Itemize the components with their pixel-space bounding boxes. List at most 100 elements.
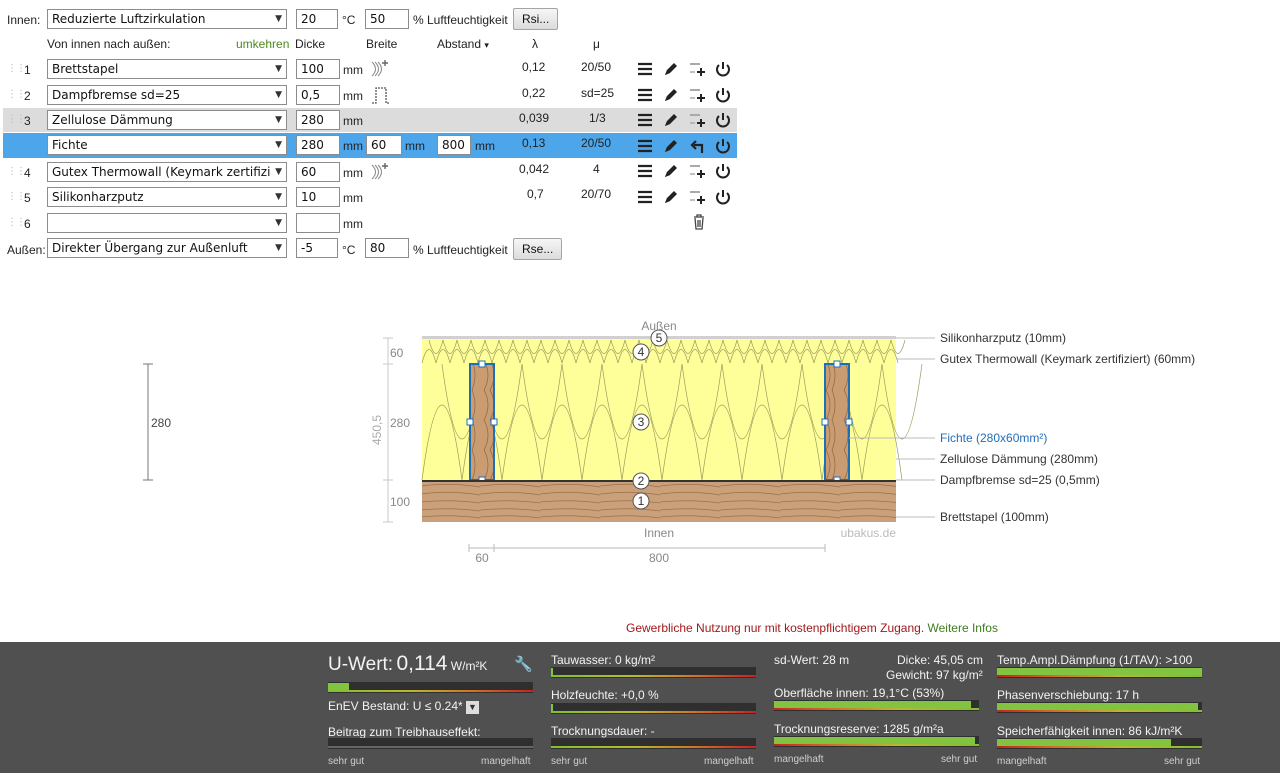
add-layer-icon[interactable] [688,59,708,79]
trash-icon[interactable] [689,212,709,232]
power-icon[interactable] [713,161,733,181]
enev-line: EnEV Bestand: U ≤ 0.24* ▼ [328,699,480,714]
uwert-line: U-Wert: 0,114 W/m²K [328,652,487,676]
menu-icon[interactable] [635,110,655,130]
power-icon[interactable] [713,110,733,130]
power-icon[interactable] [713,85,733,105]
thickness-header: Dicke [295,37,326,51]
wrench-icon[interactable]: 🔧 [514,656,533,673]
edit-icon[interactable] [661,85,681,105]
layer-material-select[interactable]: Dampfbremse sd=25▼ [47,85,287,105]
layer-thickness-input[interactable]: 100 [296,59,340,79]
edit-icon[interactable] [661,187,681,207]
layer-mu: sd=25 [581,86,615,100]
treibhaus-label: Beitrag zum Treibhauseffekt: [328,725,481,739]
scale-good: sehr gut [551,756,588,767]
dimension-total: 450,5 [370,415,384,445]
menu-icon[interactable] [635,187,655,207]
layer-mu: 20/70 [581,187,612,201]
layer-material-select[interactable]: Zellulose Dämmung▼ [47,110,287,130]
treibhaus-bar [328,738,533,749]
layer-spacing-input[interactable]: 800 [437,135,471,155]
layer-material-select[interactable]: ▼ [47,213,287,233]
layer-thickness-input[interactable]: 280 [296,135,340,155]
inner-temp-unit: °C [342,13,356,27]
layer-material-select[interactable]: Brettstapel▼ [47,59,287,79]
add-layer-icon[interactable] [688,85,708,105]
outer-temp-input[interactable]: -5 [296,238,338,258]
power-icon[interactable] [713,59,733,79]
menu-icon[interactable] [635,85,655,105]
commercial-notice: Gewerbliche Nutzung nur mit kostenpflich… [626,621,998,635]
layer-thickness-input[interactable]: 0,5 [296,85,340,105]
menu-icon[interactable] [635,136,655,156]
layer-material-select[interactable]: Silikonharzputz▼ [47,187,287,207]
power-icon[interactable] [713,136,733,156]
layer-material-select[interactable]: Fichte▼ [47,135,287,155]
layer-thickness-input[interactable]: 280 [296,110,340,130]
marker-3: 3 [638,415,645,429]
edit-icon[interactable] [661,136,681,156]
phasen-bar [997,702,1202,713]
phasen-label: Phasenverschiebung: 17 h [997,688,1140,702]
legend-fichte[interactable]: Fichte (280x60mm²) [940,431,1047,445]
oberflaeche-label: Oberfläche innen: 19,1°C (53%) [774,686,945,700]
drag-handle-icon[interactable]: ⋮⋮ [7,217,26,228]
rsi-button[interactable]: Rsi... [513,8,559,30]
add-layer-icon[interactable] [688,161,708,181]
wood-texture-icon[interactable] [370,58,392,80]
spacing-header[interactable]: Abstand ▾ [437,37,489,52]
edit-icon[interactable] [661,110,681,130]
drag-handle-icon[interactable]: ⋮⋮ [7,191,26,202]
speicher-label: Speicherfähigkeit innen: 86 kJ/m²K [997,724,1183,738]
drag-handle-icon[interactable]: ⋮⋮ [7,63,26,74]
more-info-link[interactable]: Weitere Infos [927,621,998,635]
outer-humidity-input[interactable]: 80 [365,238,409,258]
inner-transition-select[interactable]: Reduzierte Luftzirkulation ▼ [47,9,287,29]
layer-material-select[interactable]: Gutex Thermowall (Keymark zertifizi▼ [47,162,287,182]
inner-humidity-input[interactable]: 50 [365,9,409,29]
bottom-dimension-800: 800 [649,551,669,565]
drag-handle-icon[interactable]: ⋮⋮ [7,114,26,125]
layer-thickness-input[interactable]: 60 [296,162,340,182]
inner-temp-input[interactable]: 20 [296,9,338,29]
chevron-down-icon: ▼ [275,243,282,253]
edit-icon[interactable] [661,59,681,79]
chevron-down-icon: ▼ [275,218,282,228]
layer-thickness-input[interactable] [296,213,340,233]
left-dimension [143,363,153,481]
menu-icon[interactable] [635,59,655,79]
power-icon[interactable] [713,187,733,207]
layer-mu: 20/50 [581,60,612,74]
layer-width-unit: mm [405,139,425,153]
layer-thickness-input[interactable]: 10 [296,187,340,207]
chevron-down-icon: ▼ [275,14,282,24]
layer-width-input[interactable]: 60 [366,135,402,155]
inside-label: Innen [644,526,674,540]
dicke-label: Dicke: 45,05 cm [897,653,984,667]
reverse-link[interactable]: umkehren [236,37,290,51]
temp-amp-label: Temp.Ampl.Dämpfung (1/TAV): >100 [997,653,1193,667]
drag-handle-icon[interactable]: ⋮⋮ [7,89,26,100]
trocknungsreserve-label: Trocknungsreserve: 1285 g/m²a [774,722,944,736]
rse-button[interactable]: Rse... [513,238,563,260]
enev-label: EnEV Bestand: U ≤ 0.24* [328,699,463,713]
outer-label: Außen: [7,243,46,257]
wood-texture-icon[interactable] [370,161,392,183]
inner-humidity-unit: % Luftfeuchtigkeit [413,13,508,27]
add-layer-icon[interactable] [688,187,708,207]
add-layer-icon[interactable] [688,110,708,130]
undo-icon[interactable] [688,136,708,156]
layer-lambda: 0,039 [519,111,550,125]
edit-icon[interactable] [661,161,681,181]
marker-5: 5 [656,331,663,345]
outer-transition-select[interactable]: Direkter Übergang zur Außenluft ▼ [47,238,287,258]
chevron-down-icon: ▼ [275,192,282,202]
menu-icon[interactable] [635,161,655,181]
enev-dropdown-icon[interactable]: ▼ [466,701,480,714]
membrane-icon[interactable] [370,84,392,106]
layer-lambda: 0,042 [519,162,550,176]
scale-good: sehr gut [1164,756,1201,767]
drag-handle-icon[interactable]: ⋮⋮ [7,166,26,177]
layer-number: 2 [24,89,31,103]
